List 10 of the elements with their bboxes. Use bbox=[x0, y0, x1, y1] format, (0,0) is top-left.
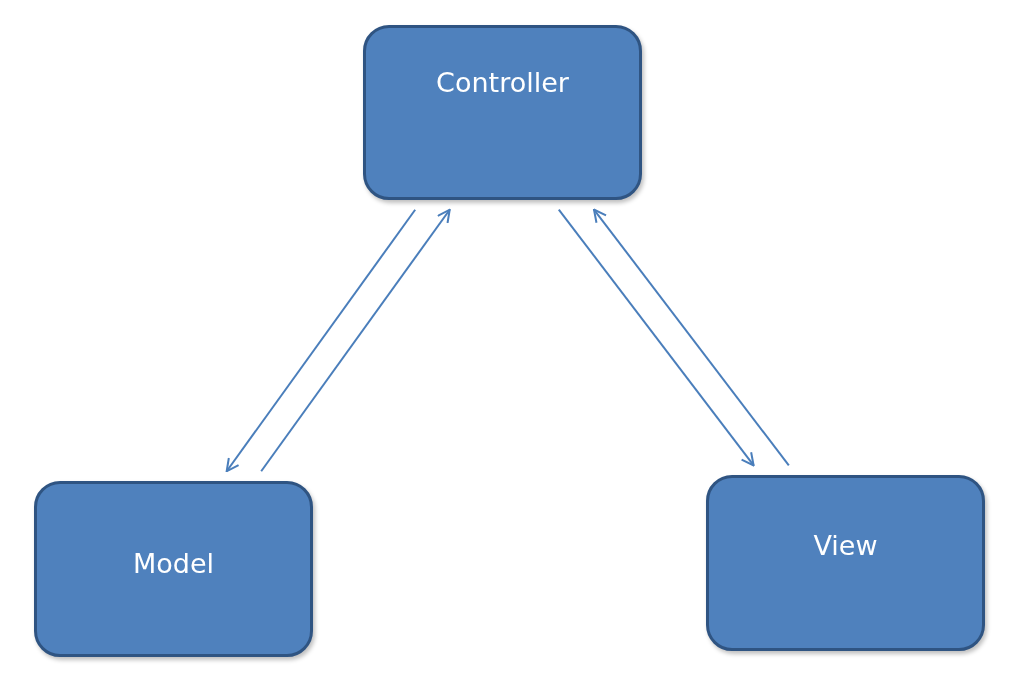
arrow bbox=[557, 208, 755, 467]
process-box bbox=[363, 25, 642, 200]
process-box bbox=[706, 475, 985, 651]
process-box bbox=[34, 481, 313, 657]
node-label: Controller bbox=[436, 67, 569, 98]
arrow bbox=[593, 208, 790, 467]
arrow bbox=[225, 208, 417, 473]
node-label: View bbox=[813, 529, 878, 561]
node-label: Model bbox=[132, 547, 215, 579]
arrow bbox=[260, 208, 451, 473]
